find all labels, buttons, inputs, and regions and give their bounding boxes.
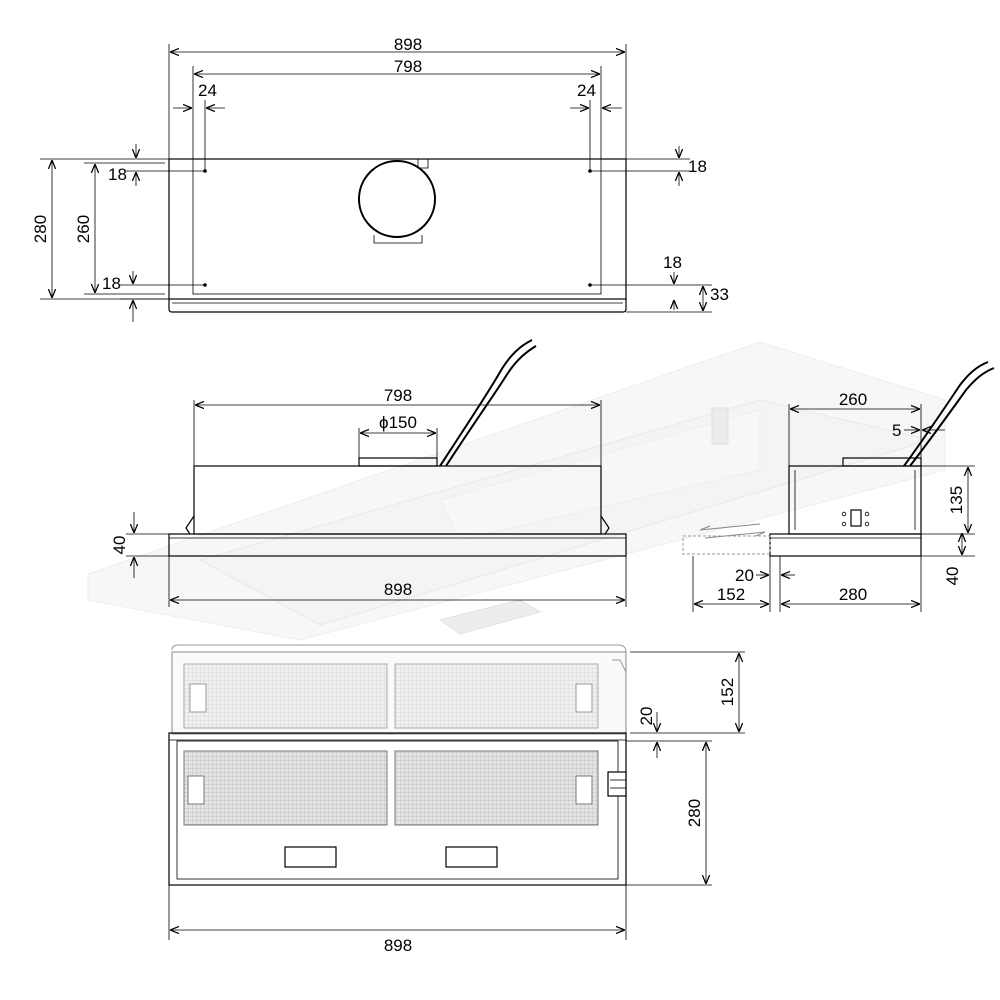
dim-side-panel-depth: 280 (839, 585, 867, 604)
dim-top-depth: 280 (31, 215, 50, 243)
bottom-view: 152 20 280 898 (168, 644, 745, 955)
side-view: 260 5 135 40 20 152 280 (682, 361, 995, 612)
dim-top-holes-width: 798 (394, 57, 422, 76)
light-panel (284, 846, 337, 868)
filter-mesh (183, 750, 388, 826)
filter-mesh (394, 750, 599, 826)
top-view-front-lip (168, 299, 627, 313)
dim-side-body-height: 135 (947, 486, 966, 514)
top-view: 898 798 24 24 280 260 18 (31, 35, 729, 322)
top-view-body (168, 158, 627, 300)
dim-bottom-extension: 152 (718, 678, 737, 706)
dim-top-left-offset: 18 (108, 165, 127, 184)
dim-top-width: 898 (394, 35, 422, 54)
front-view: 798 ϕ150 40 898 (110, 339, 627, 607)
dim-offset-right: 24 (577, 81, 596, 100)
top-view-inner-frame (192, 158, 602, 295)
dim-side-extension: 152 (717, 585, 745, 604)
bottom-view-body (168, 732, 627, 886)
dim-side-panel-offset: 20 (735, 566, 754, 585)
side-view-duct-collar (842, 457, 922, 467)
dim-bottom-step: 20 (637, 707, 656, 726)
dim-bottom-left-offset: 18 (102, 274, 121, 293)
filter-latch-icon (575, 775, 593, 805)
dim-offset-left: 24 (198, 81, 217, 100)
filter-latch-icon (189, 683, 207, 713)
side-view-extended-panel (682, 535, 771, 555)
dim-bottom-right-offset: 18 (663, 253, 682, 272)
dim-front-lip: 33 (710, 285, 729, 304)
dim-top-right-offset: 18 (688, 157, 707, 176)
control-switch-icon (607, 771, 627, 797)
filter-mesh (394, 663, 599, 729)
side-view-panel (769, 533, 922, 557)
light-panel (445, 846, 498, 868)
filter-mesh (183, 663, 388, 729)
filter-latch-icon (575, 683, 593, 713)
dim-front-panel-width: 898 (384, 580, 412, 599)
dim-duct-diameter: ϕ150 (379, 413, 417, 432)
background-hood-render (87, 341, 946, 641)
bottom-view-inner-frame (176, 740, 619, 880)
dim-front-hole-span: 798 (384, 386, 412, 405)
filter-latch-icon (187, 775, 205, 805)
dim-side-panel-height: 40 (943, 567, 962, 586)
dim-front-panel-height: 40 (110, 536, 129, 555)
duct-circle (358, 160, 436, 238)
dim-bottom-depth: 280 (685, 799, 704, 827)
dim-side-body-depth: 260 (839, 390, 867, 409)
control-switch-icon (850, 509, 862, 527)
front-view-panel (168, 533, 627, 557)
dim-top-inner-depth: 260 (74, 215, 93, 243)
front-view-duct-collar (358, 457, 438, 467)
dim-bottom-width: 898 (384, 936, 412, 955)
dim-side-rear-gap: 5 (892, 421, 901, 440)
